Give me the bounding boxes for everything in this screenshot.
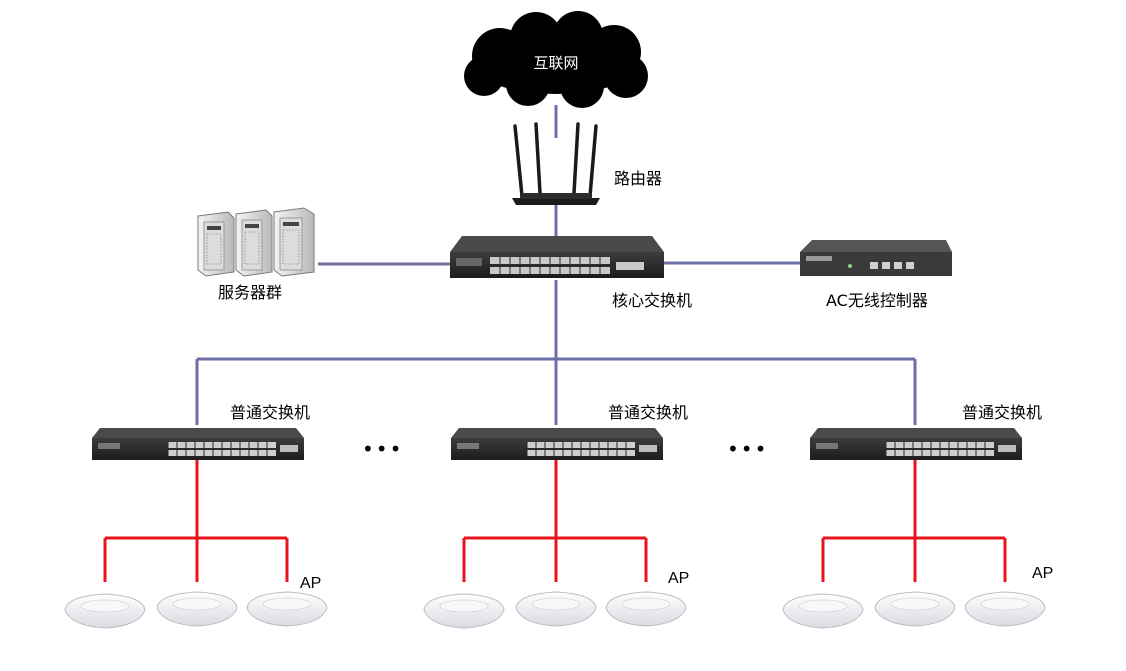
ap-cabling — [462, 460, 648, 582]
server-tower — [273, 207, 315, 277]
access-switch-label: 普通交换机 — [608, 403, 688, 422]
access-point-device — [874, 591, 956, 627]
access-switch-label: 普通交换机 — [230, 403, 310, 422]
access-point-device — [64, 593, 146, 629]
server-tower — [197, 211, 235, 277]
server-cluster: 服务器群 — [197, 207, 315, 302]
ap-label: AP — [1032, 565, 1053, 582]
server-tower — [235, 209, 273, 277]
internet-cloud: 互联网 — [464, 11, 648, 108]
ac-controller-label: AC无线控制器 — [826, 291, 928, 310]
ac-controller-device: AC无线控制器 — [800, 240, 952, 310]
ap-label: AP — [668, 570, 689, 587]
access-point-device — [423, 593, 505, 629]
ellipsis-marker: ••• — [727, 437, 768, 461]
ap-cabling — [103, 460, 289, 582]
access-point-device — [605, 591, 687, 627]
access-switch-device — [451, 428, 663, 460]
core-switch-device: 核心交换机 — [450, 236, 692, 310]
access-switch-groups: 普通交换机 AP 普通交换机 AP 普通交换机 AP — [64, 403, 1053, 629]
ap-cabling — [821, 460, 1007, 582]
ap-label: AP — [300, 575, 321, 592]
access-switch-group: 普通交换机 AP — [423, 403, 689, 629]
router-device: 路由器 — [512, 122, 662, 205]
router-antennas — [513, 122, 598, 198]
internet-label: 互联网 — [533, 54, 578, 72]
access-switch-label: 普通交换机 — [962, 403, 1042, 422]
access-point-device — [515, 591, 597, 627]
access-switch-device — [810, 428, 1022, 460]
ac-controller-ports — [870, 262, 914, 269]
access-point-device — [246, 591, 328, 627]
ellipsis-marker: ••• — [362, 437, 403, 461]
access-switch-device — [92, 428, 304, 460]
uplink-connections — [195, 105, 917, 425]
router-label: 路由器 — [614, 169, 662, 188]
access-point-device — [964, 591, 1046, 627]
access-point-device — [782, 593, 864, 629]
core-switch-label: 核心交换机 — [612, 291, 692, 310]
router-body — [512, 198, 600, 205]
servers-label: 服务器群 — [218, 283, 282, 302]
access-switch-group: 普通交换机 AP — [64, 403, 328, 629]
access-point-device — [156, 591, 238, 627]
access-switch-group: 普通交换机 AP — [782, 403, 1053, 629]
